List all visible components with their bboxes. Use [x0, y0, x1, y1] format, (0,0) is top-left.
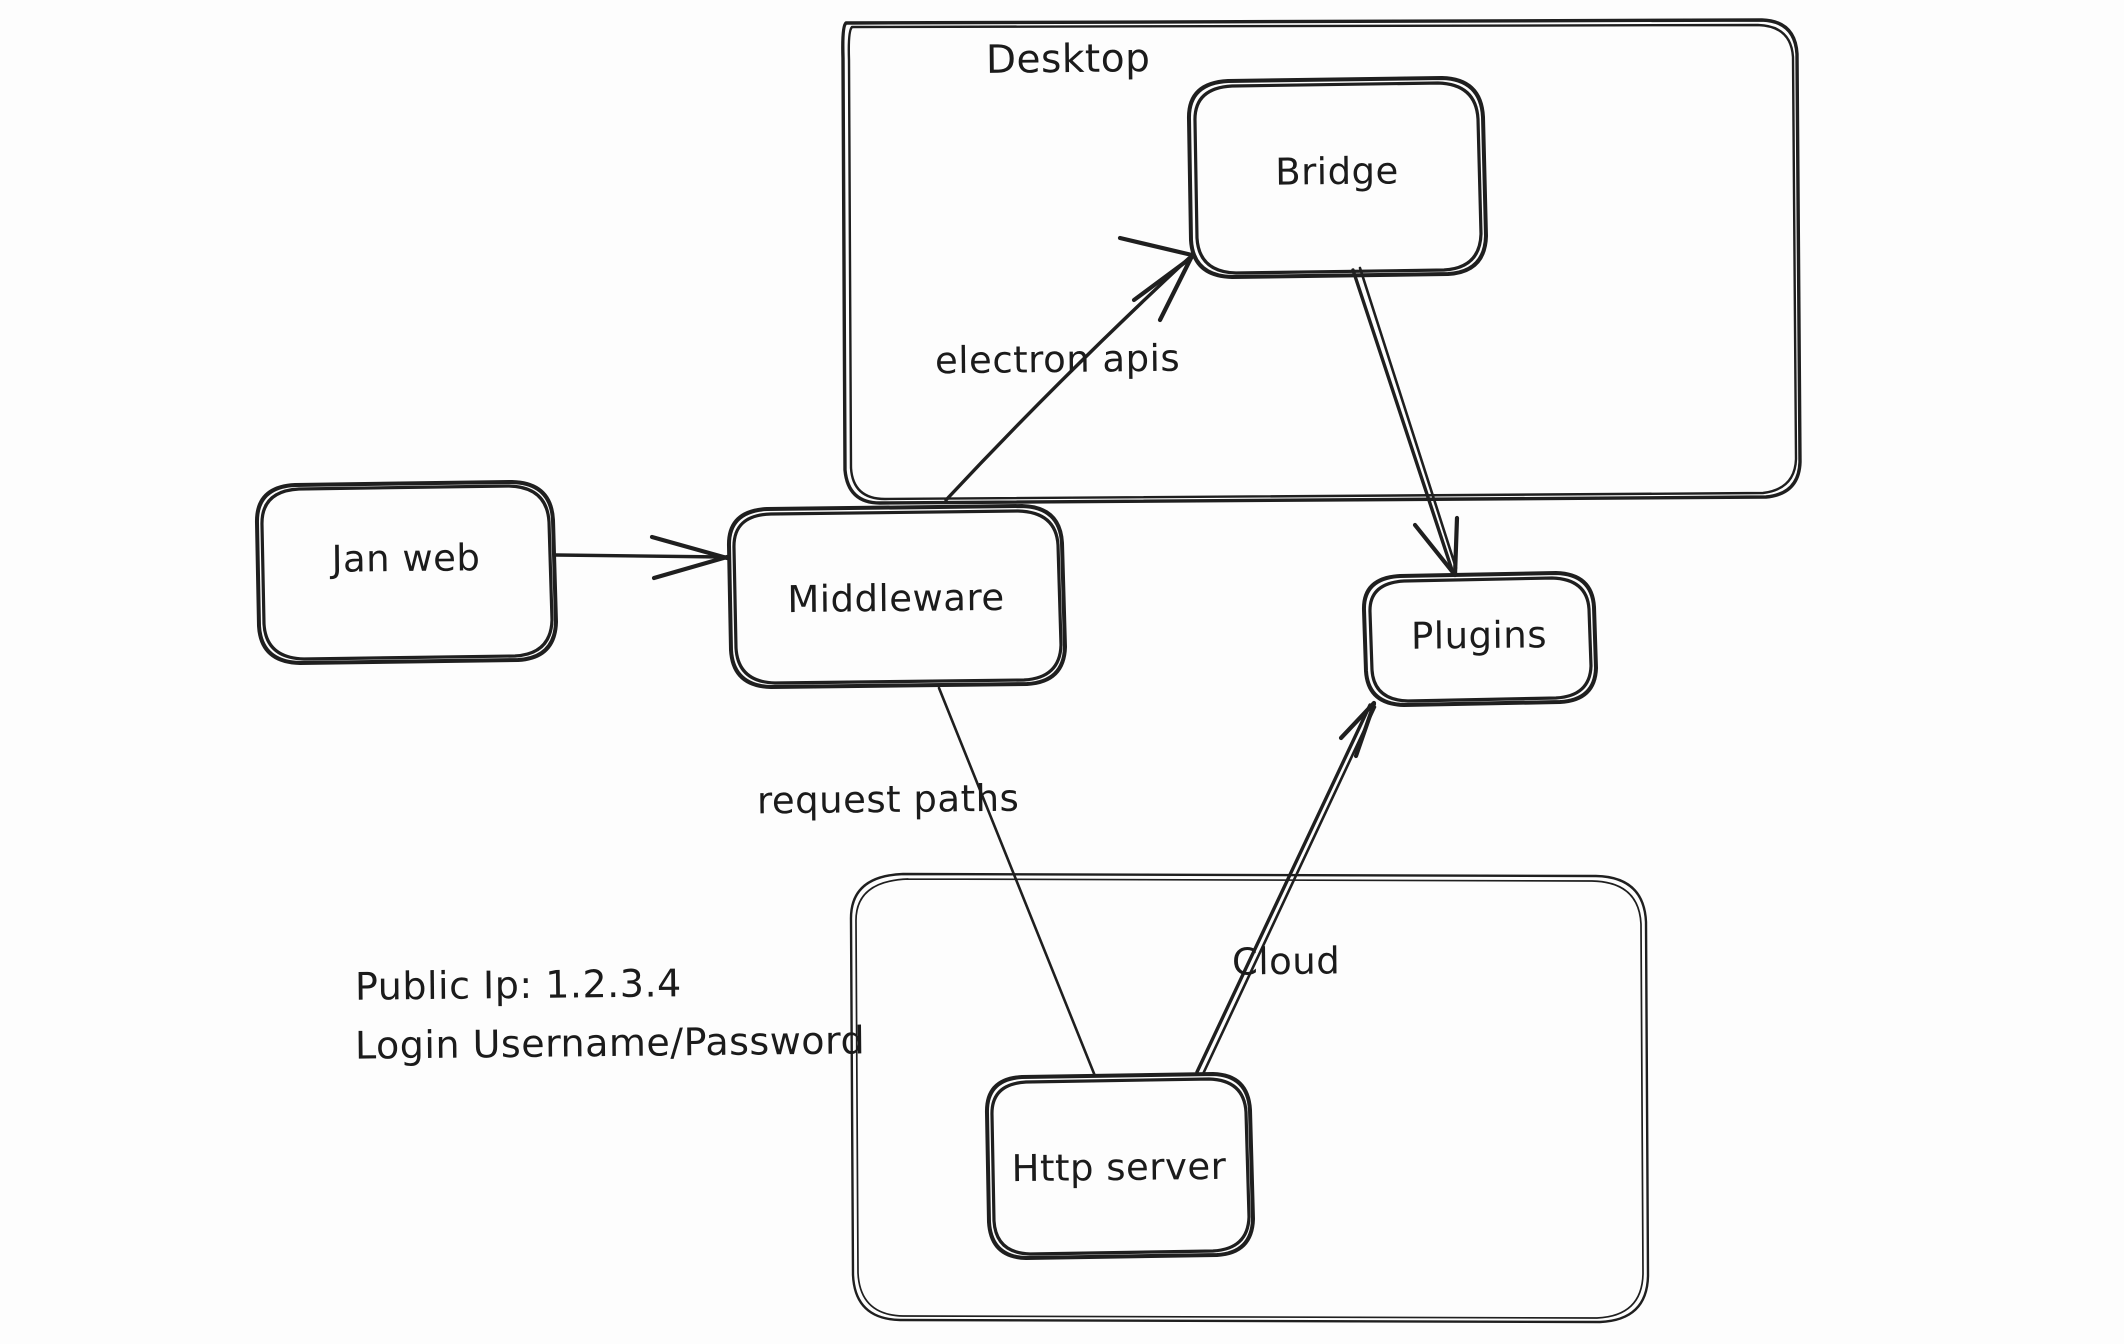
group-label-desktop: Desktop: [985, 36, 1151, 83]
node-label-plugins: Plugins: [1410, 613, 1548, 658]
node-label-middleware: Middleware: [787, 575, 1005, 622]
node-plugins-outline[interactable]: [1361, 571, 1598, 707]
edge-label-electron-apis: electron apis: [934, 336, 1181, 383]
node-jan-web-outline[interactable]: [254, 480, 558, 665]
edge-middleware-to-http-server: [937, 686, 1097, 1078]
edge-middleware-to-bridge: [944, 235, 1195, 502]
note-public-ip: Public Ip: 1.2.3.4: [354, 961, 682, 1009]
group-desktop-outline: [841, 18, 1802, 505]
group-cloud-outline: [849, 872, 1650, 1324]
edge-label-cloud: Cloud: [1231, 939, 1341, 984]
node-label-jan-web: Jan web: [331, 536, 481, 581]
node-middleware-outline[interactable]: [726, 504, 1067, 689]
edge-http-server-to-plugins: [1195, 700, 1377, 1076]
edge-label-request-paths: request paths: [756, 776, 1020, 823]
edge-bridge-to-plugins: [1351, 266, 1460, 578]
node-bridge-outline[interactable]: [1186, 76, 1488, 279]
node-label-bridge: Bridge: [1274, 149, 1400, 194]
node-http-server-outline[interactable]: [984, 1072, 1255, 1260]
note-login-credentials: Login Username/Password: [354, 1018, 866, 1068]
node-label-http-server: Http server: [1011, 1144, 1227, 1191]
edge-jan-web-to-middleware: [554, 534, 730, 581]
